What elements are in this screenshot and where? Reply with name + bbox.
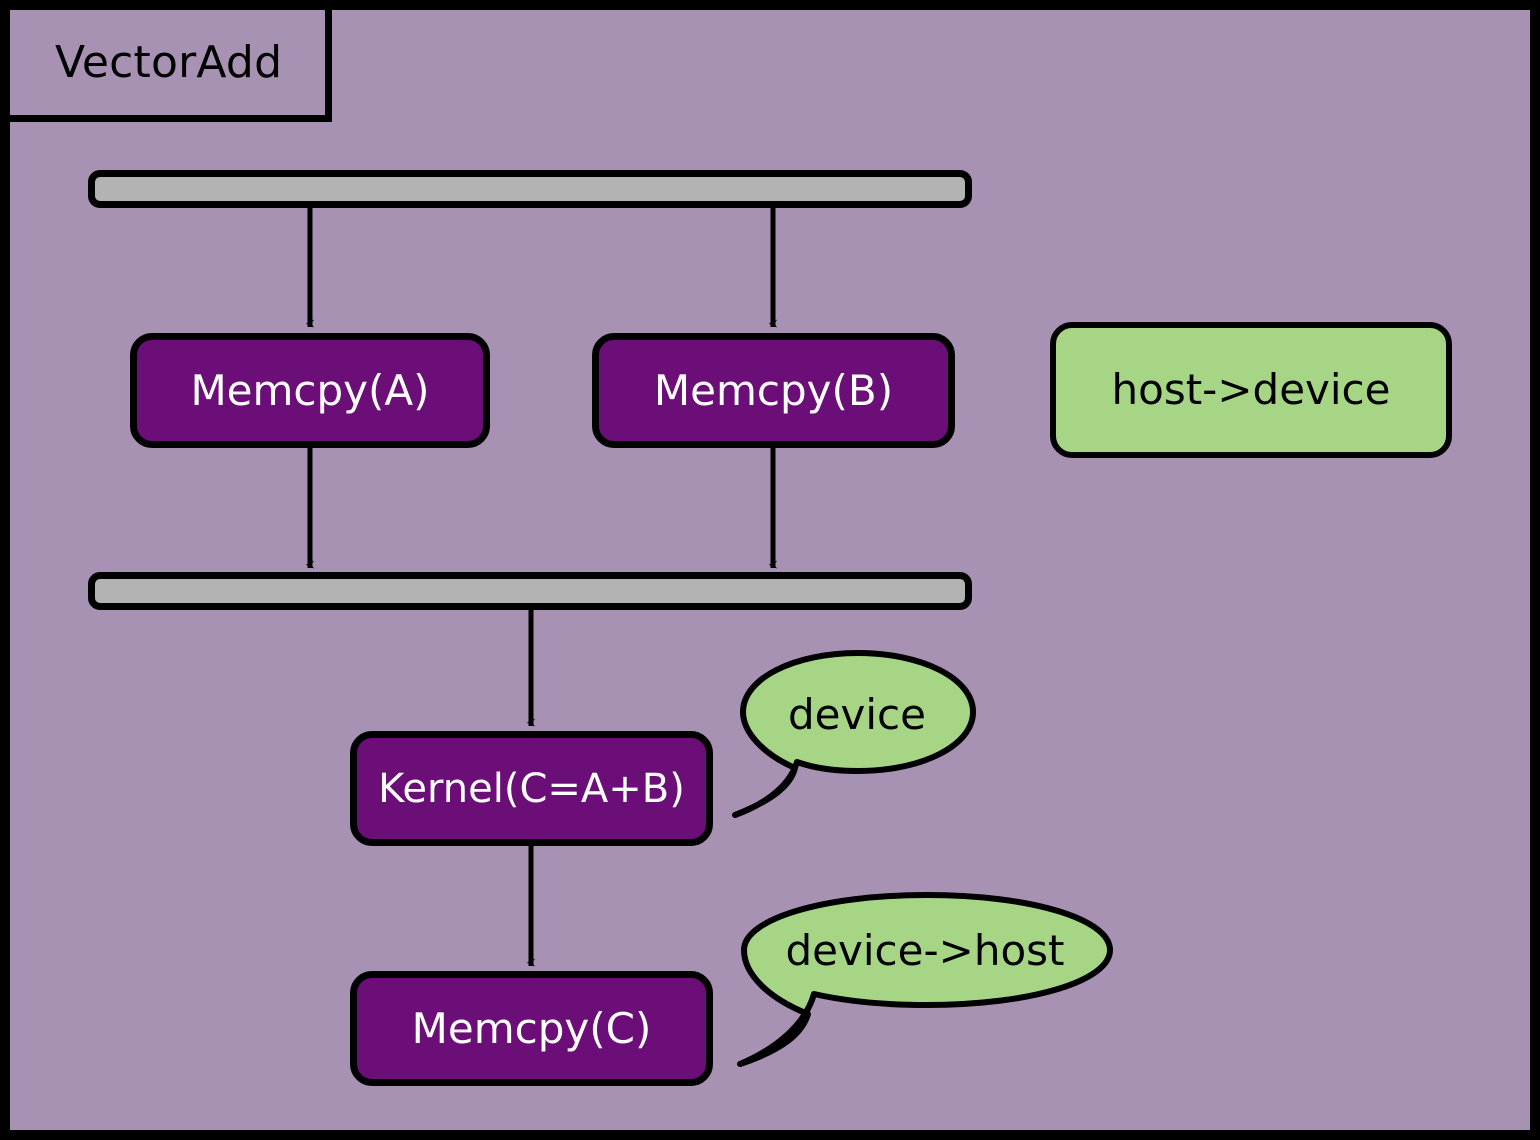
device-to-host-bubble-shape [737, 892, 1113, 1067]
node-memcpy-b-label: Memcpy(B) [653, 365, 894, 415]
cluster-title-tab: VectorAdd [10, 10, 332, 122]
note-device-bubble[interactable]: device [715, 650, 985, 835]
node-memcpy-a-label: Memcpy(A) [190, 365, 430, 415]
note-host-to-device[interactable]: host->device [1050, 322, 1452, 458]
node-memcpy-c-label: Memcpy(C) [411, 1003, 652, 1053]
node-kernel-label: Kernel(C=A+B) [378, 765, 685, 812]
cluster-frame-vectoradd: VectorAdd [10, 10, 1530, 1130]
node-kernel[interactable]: Kernel(C=A+B) [350, 731, 713, 846]
node-memcpy-a[interactable]: Memcpy(A) [130, 333, 490, 448]
node-memcpy-c[interactable]: Memcpy(C) [350, 971, 713, 1086]
device-bubble-shape [732, 650, 976, 818]
node-memcpy-b[interactable]: Memcpy(B) [592, 333, 955, 448]
sync-bar-top[interactable] [88, 170, 972, 208]
cluster-title-label: VectorAdd [55, 36, 283, 88]
note-device-to-host-bubble[interactable]: device->host [720, 892, 1120, 1077]
note-host-to-device-label: host->device [1111, 365, 1391, 414]
sync-bar-mid[interactable] [88, 572, 972, 610]
